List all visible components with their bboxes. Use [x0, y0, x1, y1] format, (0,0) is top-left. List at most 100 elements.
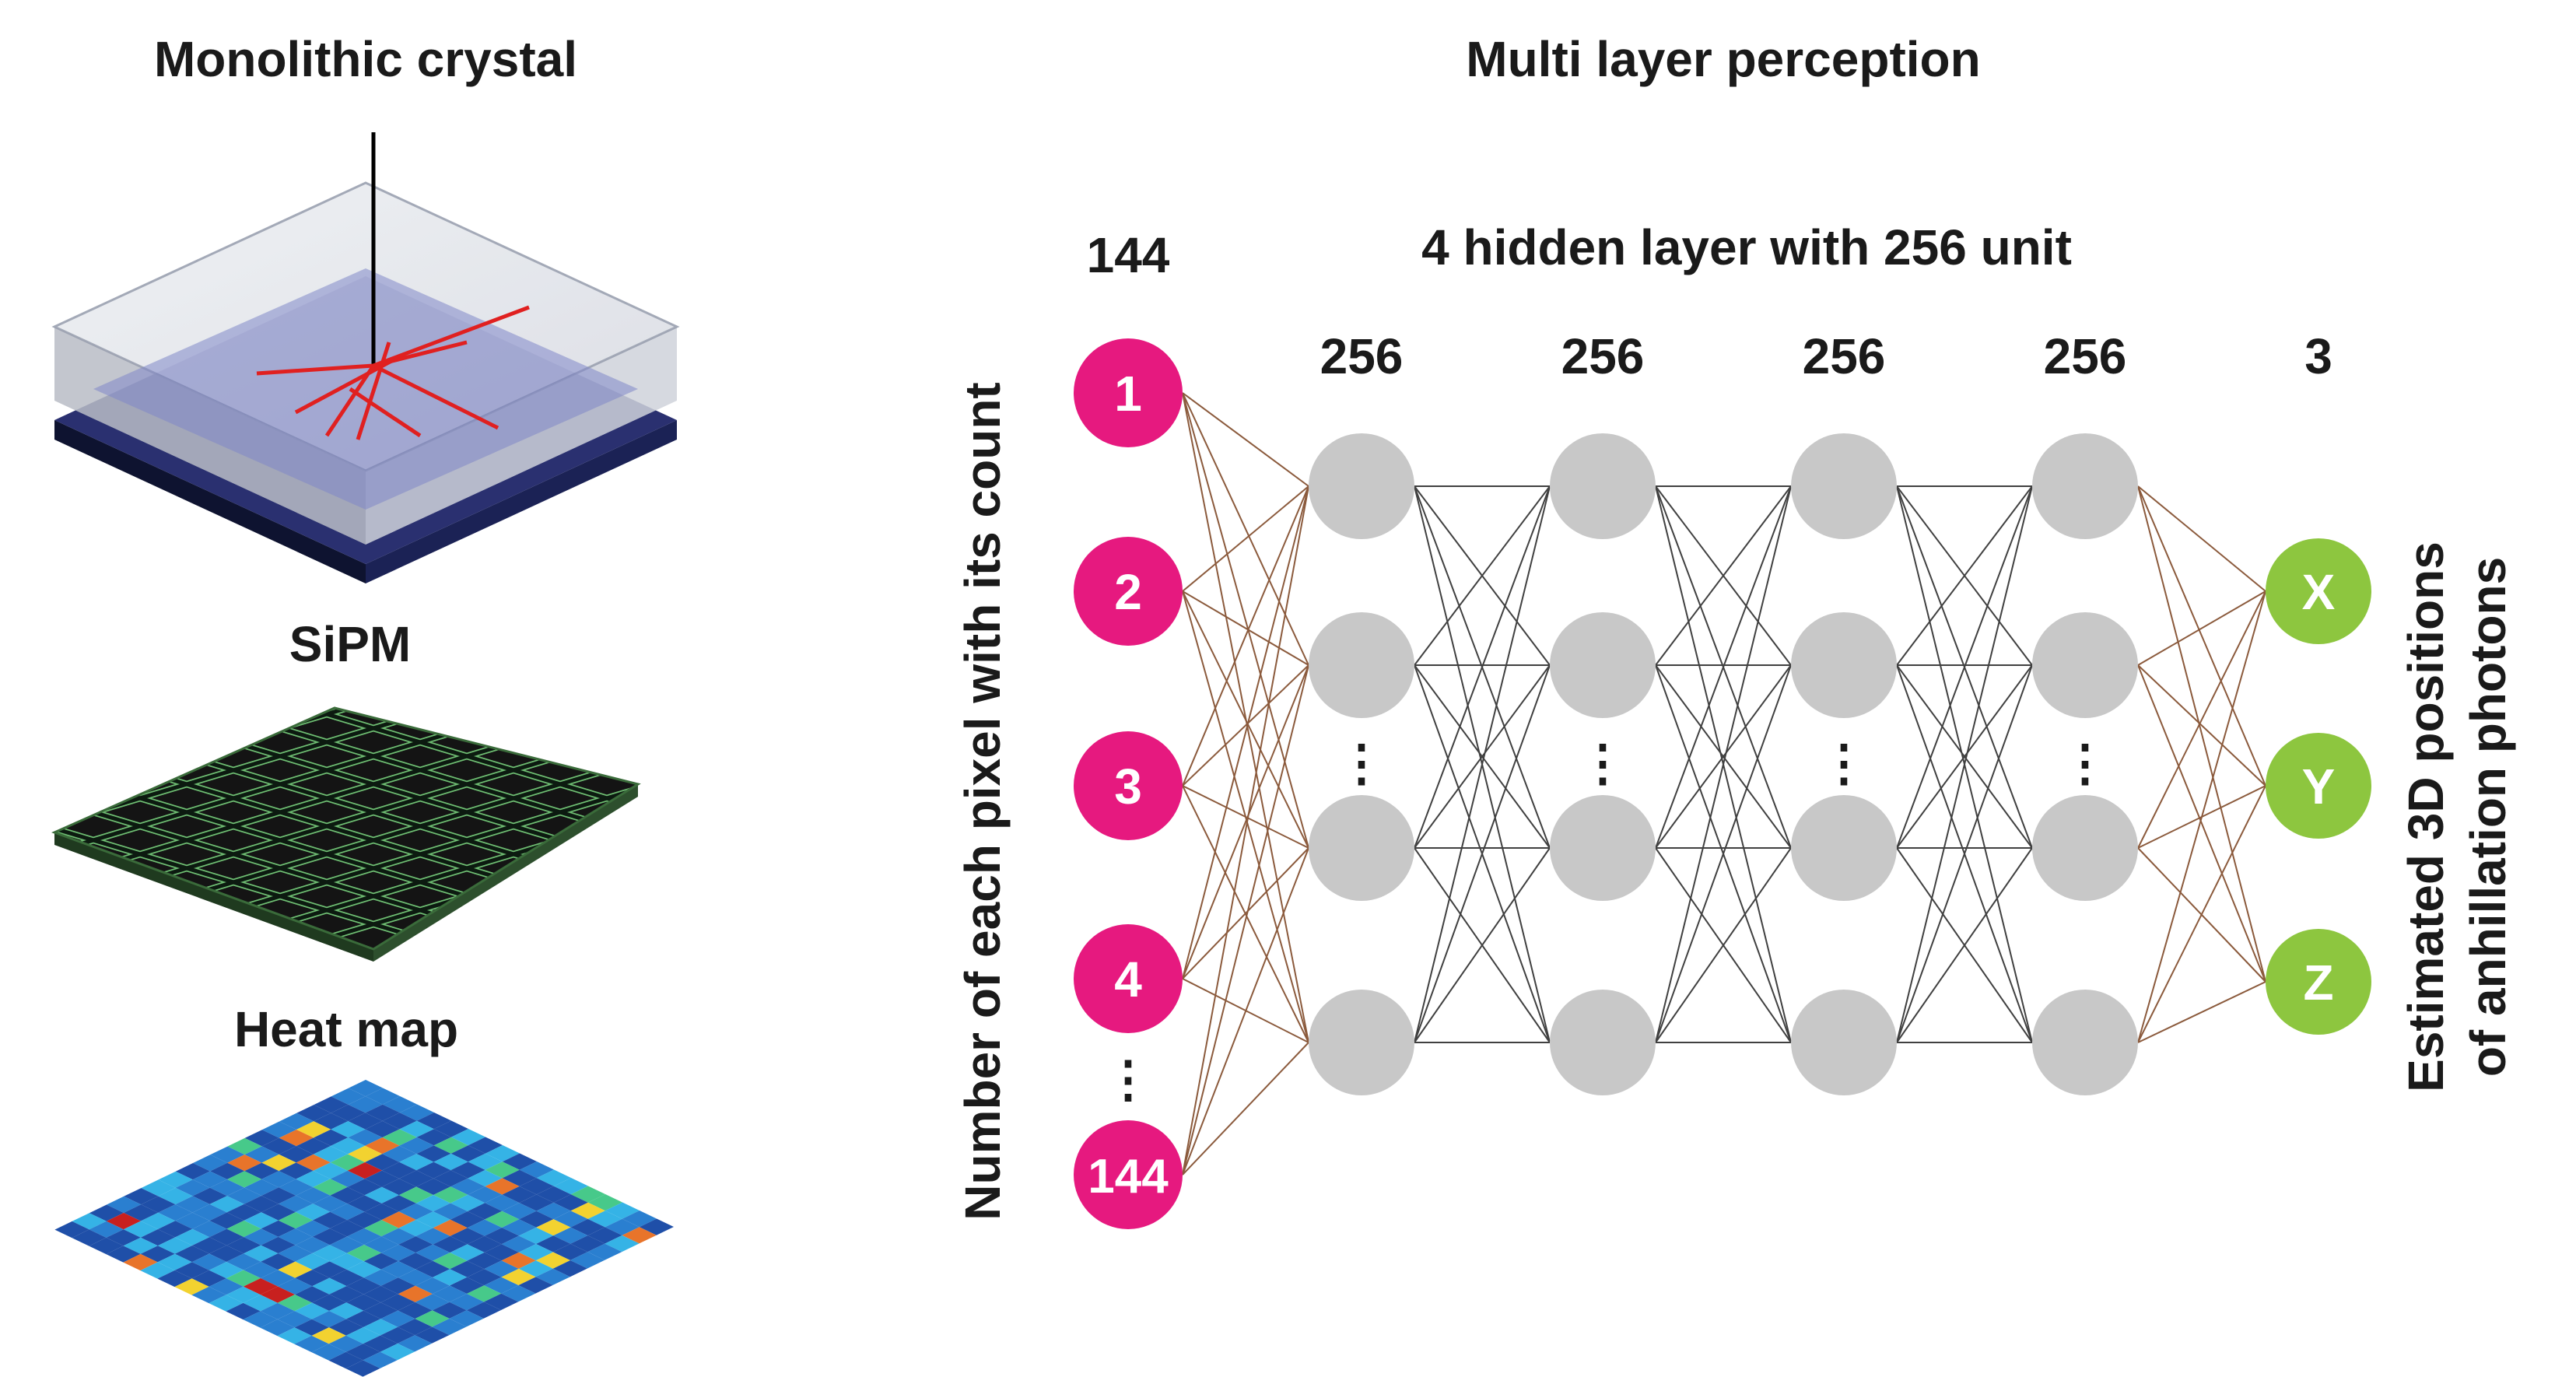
heatmap-cell: [330, 1220, 365, 1237]
input-node-label: 1: [1114, 366, 1142, 422]
heatmap-cell: [364, 1170, 399, 1187]
heatmap-cell: [312, 1228, 347, 1246]
hidden-node: [1309, 612, 1414, 718]
hidden-node: [1550, 433, 1656, 539]
heatmap-cell: [277, 1311, 312, 1328]
output-node: Y: [2266, 733, 2371, 839]
hidden-layer-size-label: 256: [1561, 328, 1645, 384]
hidden-hidden-edge: [1896, 485, 2033, 666]
heatmap-cell: [124, 1204, 159, 1221]
heatmap-cell: [348, 1129, 383, 1146]
heatmap-cell: [227, 1155, 262, 1172]
heatmap-cell: [261, 1236, 296, 1254]
heatmap-cell: [536, 1235, 571, 1253]
heatmap-cell: [415, 1310, 450, 1327]
hidden-output-edge: [2137, 485, 2266, 983]
heatmap-cell: [192, 1221, 227, 1238]
heatmap-cell: [381, 1228, 416, 1245]
hidden-node: [1550, 990, 1656, 1095]
heatmap-title: Heat map: [234, 1001, 458, 1057]
heatmap-cell: [89, 1237, 124, 1255]
hidden-ellipsis: ⋮: [1337, 735, 1386, 791]
heatmap-cell: [433, 1153, 468, 1171]
heatmap-cell: [552, 1260, 587, 1277]
heatmap-cell: [210, 1162, 245, 1179]
heatmap-cell: [399, 1104, 434, 1121]
heatmap-cell: [244, 1212, 279, 1229]
heatmap-cell: [398, 1285, 433, 1302]
heatmap-cell: [226, 1270, 261, 1287]
heatmap-cell: [346, 1245, 381, 1262]
heatmap-cell: [243, 1311, 278, 1328]
heatmap-cell: [279, 1112, 314, 1130]
heatmap-cell: [328, 1351, 363, 1369]
heatmap-cell: [501, 1285, 536, 1302]
heatmap-cell: [210, 1146, 245, 1163]
heatmap-cell: [398, 1335, 433, 1352]
heatmap-cell: [345, 1327, 380, 1344]
heatmap-cell: [381, 1244, 416, 1261]
heatmap-cell: [296, 1170, 331, 1188]
left-panel: Monolithic crystal SiPM: [51, 31, 680, 1377]
heatmap-cell: [415, 1326, 450, 1344]
heatmap-cell: [380, 1326, 415, 1344]
heatmap-cell: [192, 1237, 227, 1254]
heatmap-cell: [518, 1244, 553, 1261]
heatmap-cell: [331, 1121, 366, 1138]
heatmap-cell: [416, 1145, 451, 1162]
heatmap-cell: [193, 1155, 228, 1172]
heatmap-cell: [365, 1137, 400, 1155]
heatmap-cell: [279, 1162, 314, 1179]
heatmap-cell: [449, 1294, 484, 1311]
hidden-node: [1791, 612, 1897, 718]
hidden-output-edge: [2137, 485, 2266, 787]
heatmap-cell: [313, 1195, 348, 1212]
heatmap-cell: [485, 1178, 520, 1195]
heatmap-cell: [295, 1220, 330, 1237]
heatmap-cell: [622, 1211, 657, 1228]
heatmap-cell: [467, 1235, 502, 1253]
heatmap-cell: [415, 1260, 450, 1277]
heatmap-cell: [209, 1262, 244, 1279]
heatmap-cell: [468, 1169, 503, 1187]
heatmap-cell: [433, 1219, 468, 1236]
heatmap-cell: [191, 1270, 226, 1287]
hidden-node: [1309, 795, 1414, 901]
input-hidden-edge: [1182, 847, 1309, 1176]
hidden-hidden-edge: [1896, 664, 2033, 1043]
heatmap-cell: [450, 1277, 485, 1294]
heatmap-cell: [312, 1245, 347, 1262]
output-count-label: 3: [2304, 328, 2332, 384]
output-axis-label-line2: of anhillation photons: [2460, 557, 2516, 1077]
heatmap-cell: [502, 1203, 537, 1220]
heatmap-cell: [261, 1187, 296, 1204]
hidden-layer-size-label: 256: [2044, 328, 2127, 384]
heatmap-cell: [296, 1121, 331, 1138]
heatmap-cell: [331, 1137, 366, 1155]
heatmap-cell: [261, 1220, 296, 1237]
network-panel: Multi layer perception 4 hidden layer wi…: [955, 31, 2516, 1229]
heatmap-cell: [450, 1129, 485, 1146]
input-node-circle: [1074, 537, 1183, 646]
heatmap-cell: [380, 1310, 415, 1327]
hidden-hidden-edge: [1655, 485, 1792, 666]
input-node-circle: [1074, 338, 1183, 447]
heatmap-cell: [192, 1204, 227, 1221]
heatmap-cell: [330, 1186, 365, 1204]
heatmap-cell: [416, 1112, 451, 1130]
heatmap-cell: [244, 1261, 279, 1278]
heatmap-cell: [467, 1252, 502, 1270]
heatmap-cell: [502, 1186, 537, 1204]
heatmap-cell: [399, 1170, 434, 1187]
heatmap-cell: [209, 1295, 244, 1312]
heatmap-cell: [106, 1229, 141, 1246]
output-node-label: Y: [2302, 759, 2336, 815]
heatmap-cell: [467, 1219, 502, 1236]
heatmap-cell: [244, 1196, 279, 1213]
heatmap-cell: [312, 1277, 347, 1295]
sipm-array-top: [51, 706, 641, 951]
heatmap-cell: [244, 1162, 279, 1179]
heatmap-cell: [570, 1186, 605, 1203]
input-count-label: 144: [1087, 227, 1170, 283]
